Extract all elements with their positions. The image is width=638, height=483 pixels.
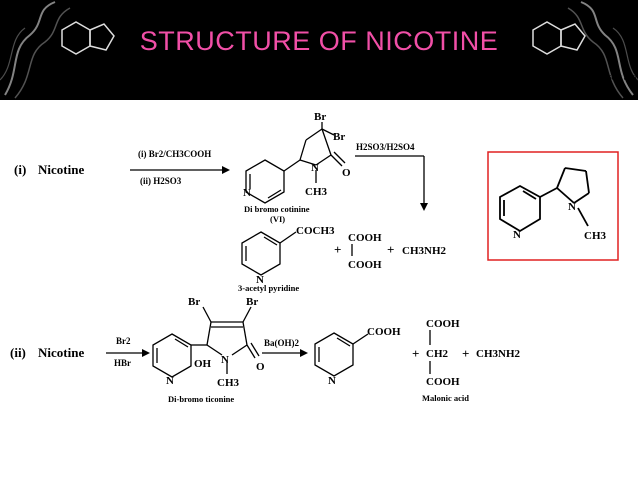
dibromoticonine-carbonyl-o: O — [256, 361, 265, 373]
dibromoticonine-br-1: Br — [188, 296, 200, 308]
dibromoticonine-lactam-n: N — [221, 354, 229, 366]
reaction-scheme-svg: (i) Nicotine (i) Br2/CH3COOH (ii) H2SO3 … — [10, 111, 619, 404]
reaction-1-label: (i) — [14, 162, 26, 177]
nicotine-pyrrolidine-n: N — [568, 201, 576, 213]
dibromoticonine-structure — [152, 306, 260, 378]
malonic-acid-middle: CH2 — [426, 348, 449, 360]
dibromoticonine-oh: OH — [194, 358, 212, 370]
dibromoticonine-pyridine-n: N — [166, 375, 174, 387]
dibromocotinine-lactam-n: N — [311, 162, 319, 174]
dibromoticonine-br-2: Br — [246, 296, 258, 308]
reaction-1-reagent-1: (i) Br2/CH3COOH — [138, 149, 211, 159]
reaction-2-label: (ii) — [10, 345, 26, 360]
reaction-1-intermediate-number: (VI) — [270, 214, 285, 224]
reaction-2-reagent-2: HBr — [114, 358, 131, 368]
dibromocotinine-carbonyl-o: O — [342, 167, 351, 179]
slide-title: STRUCTURE OF NICOTINE — [139, 26, 499, 56]
dibromocotinine-pyridine-n: N — [243, 187, 251, 199]
reaction-1-reagent-2: (ii) H2SO3 — [140, 176, 182, 186]
acetylpyridine-n: N — [256, 274, 264, 286]
dibromoticonine-ch3: CH3 — [217, 377, 240, 389]
slide-header: 6096 8FFC 6096 8FFC STRUCTURE OF NICOTIN… — [0, 0, 638, 100]
reaction-2-plus-1: + — [412, 346, 419, 361]
corner-caption-right: 6096 8FFC — [608, 74, 638, 82]
reaction-2-methylamine: CH3NH2 — [476, 348, 521, 360]
reaction-2-hydrolysis-arrowhead — [300, 349, 308, 357]
reaction-1-plus-2: + — [387, 242, 394, 257]
nicotinic-acid-cooh: COOH — [367, 326, 401, 338]
reaction-1-plus-1: + — [334, 242, 341, 257]
reaction-2-reagent-1: Br2 — [116, 336, 131, 346]
dibromocotinine-ch3: CH3 — [305, 186, 328, 198]
nicotine-structure-frame — [487, 151, 619, 261]
nicotine-ch3: CH3 — [584, 230, 607, 242]
acetylpyridine-coch3: COCH3 — [296, 225, 335, 237]
smoke-molecule-decoration-left: 6096 8FFC — [0, 1, 115, 99]
reaction-2-plus-2: + — [462, 346, 469, 361]
reaction-scheme: (i) Nicotine (i) Br2/CH3COOH (ii) H2SO3 … — [0, 100, 638, 478]
dibromocotinine-structure — [245, 122, 346, 204]
dibromocotinine-br-1: Br — [314, 111, 326, 123]
nicotinic-acid-structure — [314, 332, 369, 377]
dibromocotinine-br-2: Br — [333, 131, 345, 143]
reaction-1-arrowhead — [222, 166, 230, 174]
oxalic-acid-bottom: COOH — [348, 259, 382, 271]
smoke-molecule-decoration-right: 6096 8FFC — [532, 1, 638, 99]
reaction-1-cleavage-arrowhead — [420, 203, 428, 211]
reaction-1-product-1-name: 3-acetyl pyridine — [238, 283, 299, 293]
oxalic-acid-top: COOH — [348, 232, 382, 244]
acetylpyridine-structure — [241, 231, 297, 276]
nicotine-structure — [499, 167, 590, 233]
reaction-2-arrowhead — [142, 349, 150, 357]
reaction-2-intermediate-name: Di-bromo ticonine — [168, 394, 234, 404]
reaction-2-reactant: Nicotine — [38, 345, 84, 360]
reaction-1-methylamine: CH3NH2 — [402, 245, 447, 257]
reaction-1-reactant: Nicotine — [38, 162, 84, 177]
malonic-acid-top: COOH — [426, 318, 460, 330]
nicotine-pyridine-n: N — [513, 229, 521, 241]
reaction-2-reagent-3: Ba(OH)2 — [264, 338, 299, 348]
corner-caption-left: 6096 8FFC — [62, 74, 94, 82]
malonic-acid-name: Malonic acid — [422, 393, 469, 403]
nicotinic-acid-n: N — [328, 375, 336, 387]
reaction-1-reagent-3: H2SO3/H2SO4 — [356, 142, 415, 152]
malonic-acid-bottom: COOH — [426, 376, 460, 388]
reaction-1-intermediate-name: Di bromo cotinine — [244, 204, 310, 214]
